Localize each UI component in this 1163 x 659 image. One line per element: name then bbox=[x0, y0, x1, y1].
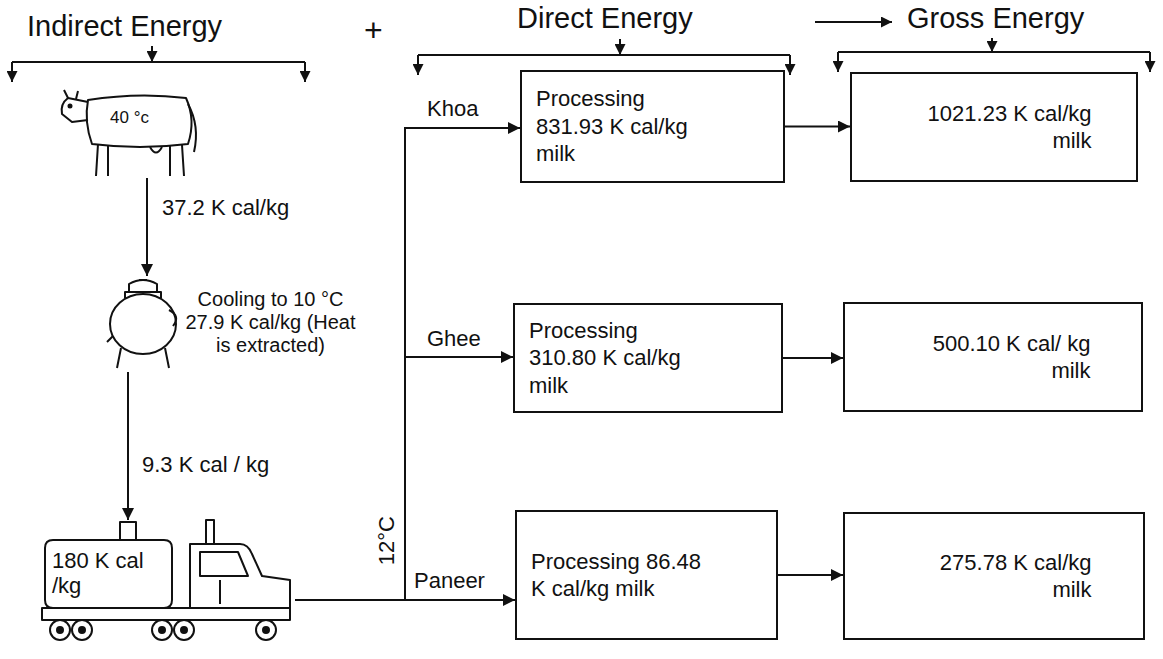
pot-handle bbox=[169, 310, 176, 326]
wheel-hub bbox=[181, 627, 187, 633]
chassis bbox=[42, 608, 290, 620]
bracket-line bbox=[12, 61, 305, 63]
tank-cap bbox=[120, 522, 136, 540]
edge-label: 9.3 K cal / kg bbox=[140, 452, 271, 477]
bracket-arrow bbox=[304, 62, 306, 82]
flow-connector bbox=[146, 178, 148, 276]
cow-horns bbox=[64, 90, 78, 99]
pot-lid bbox=[129, 280, 157, 292]
heading-label: Direct Energy bbox=[515, 2, 695, 35]
node-text: Processing 86.48 K cal/kg milk bbox=[531, 548, 711, 603]
wheel bbox=[50, 620, 70, 640]
bracket-arrow bbox=[837, 52, 839, 72]
flow-connector bbox=[295, 599, 515, 601]
heading-label: + bbox=[362, 12, 385, 49]
wheel-hub bbox=[57, 627, 63, 633]
wheel bbox=[152, 620, 172, 640]
cow-drawing bbox=[58, 86, 198, 178]
node-text: 40 °c bbox=[110, 108, 149, 128]
node-text: 180 K cal /kg bbox=[52, 548, 164, 599]
node-text: Cooling to 10 °C 27.9 K cal/kg (Heat is … bbox=[183, 288, 358, 357]
process-box: 500.10 K cal/ kg milk bbox=[843, 302, 1143, 412]
wheel-hub bbox=[159, 627, 165, 633]
node-text: 1021.23 K cal/kg milk bbox=[897, 100, 1092, 155]
wheel bbox=[256, 620, 276, 640]
temperature-label: 12°C bbox=[374, 509, 399, 573]
node-text: 275.78 K cal/kg milk bbox=[897, 549, 1092, 604]
node-text: Processing 831.93 K cal/kg milk bbox=[536, 85, 716, 168]
flow-connector bbox=[778, 574, 843, 576]
bracket-arrow bbox=[991, 38, 993, 52]
pot-body bbox=[110, 294, 176, 354]
cow-head bbox=[62, 98, 88, 122]
cow-figure: 40 °c bbox=[58, 86, 198, 178]
edge-label: 37.2 K cal/kg bbox=[160, 195, 291, 220]
process-box: Processing 86.48 K cal/kg milk bbox=[515, 510, 778, 640]
bracket-arrow bbox=[1149, 52, 1151, 72]
flow-connector bbox=[295, 357, 513, 600]
flow-connector bbox=[295, 128, 520, 600]
cab-window bbox=[200, 552, 248, 576]
bracket-arrow bbox=[619, 39, 621, 55]
node-text: 500.10 K cal/ kg milk bbox=[896, 330, 1091, 385]
flow-connector bbox=[783, 357, 843, 359]
cow-tail bbox=[188, 104, 196, 152]
bracket-line bbox=[418, 54, 790, 56]
cow-udder bbox=[150, 147, 162, 153]
heading-label: Gross Energy bbox=[905, 2, 1086, 35]
tank bbox=[45, 540, 172, 608]
edge-label: Khoa bbox=[425, 96, 480, 121]
process-box: 275.78 K cal/kg milk bbox=[843, 512, 1145, 640]
node-text: Processing 310.80 K cal/kg milk bbox=[529, 317, 709, 400]
process-box: 1021.23 K cal/kg milk bbox=[850, 72, 1138, 182]
cab bbox=[190, 544, 290, 608]
tanker-figure: 180 K cal /kg bbox=[40, 520, 295, 645]
edge-label: Paneer bbox=[412, 568, 487, 593]
bracket-arrow bbox=[11, 62, 13, 82]
heading-label: Indirect Energy bbox=[25, 10, 224, 43]
cow-eye bbox=[69, 105, 72, 108]
process-box: Processing 831.93 K cal/kg milk bbox=[520, 70, 785, 183]
flow-connector bbox=[127, 372, 129, 520]
pot-legs bbox=[117, 348, 169, 368]
edge-label: Ghee bbox=[425, 326, 483, 351]
cooler-figure: Cooling to 10 °C 27.9 K cal/kg (Heat is … bbox=[105, 276, 365, 372]
flow-connector bbox=[785, 126, 850, 128]
pot-knob bbox=[139, 279, 147, 281]
bracket-arrow bbox=[417, 55, 419, 75]
bracket-line bbox=[838, 51, 1150, 53]
cow-body bbox=[87, 95, 192, 147]
wheel-hub bbox=[79, 627, 85, 633]
bracket-arrow bbox=[151, 46, 153, 62]
pot-spout bbox=[107, 336, 113, 342]
flow-arrow bbox=[815, 21, 892, 23]
wheel bbox=[174, 620, 194, 640]
process-box: Processing 310.80 K cal/kg milk bbox=[513, 303, 783, 413]
cow-legs bbox=[96, 144, 184, 176]
wheel bbox=[72, 620, 92, 640]
exhaust-pipe bbox=[206, 520, 214, 544]
wheel-hub bbox=[263, 627, 269, 633]
cab-door bbox=[219, 580, 221, 604]
bracket-arrow bbox=[789, 55, 791, 75]
